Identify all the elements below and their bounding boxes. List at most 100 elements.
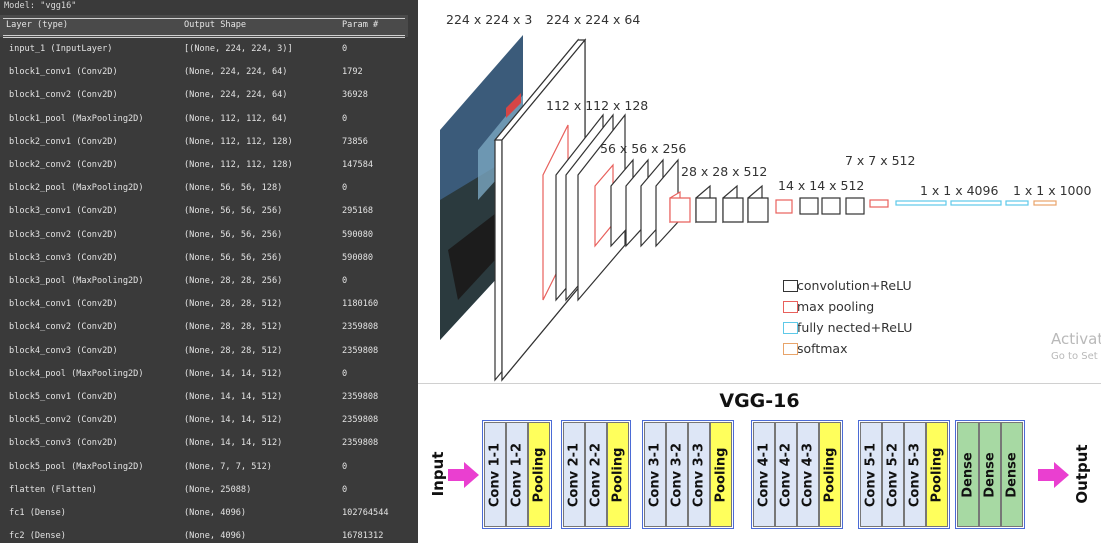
conv-layer-label: Conv 5-3 — [907, 442, 923, 507]
summary-row: block3_pool (MaxPooling2D)(None, 28, 28,… — [0, 276, 418, 299]
output-shape-cell: (None, 7, 7, 512) — [184, 461, 272, 472]
summary-row: block4_pool (MaxPooling2D)(None, 14, 14,… — [0, 369, 418, 392]
param-count-cell: 36928 — [342, 90, 368, 101]
summary-row: block4_conv2 (Conv2D) (None, 28, 28, 512)… — [0, 322, 418, 345]
vgg-architecture-diagram: 224 x 224 x 3 224 x 224 x 64 112 x 112 x… — [418, 0, 1101, 383]
dim-label-fc: 1 x 1 x 4096 — [920, 183, 999, 198]
layer-name-cell: block2_pool (MaxPooling2D) — [9, 183, 144, 194]
pool-layer-label: Pooling — [713, 447, 729, 502]
output-shape-cell: (None, 56, 56, 256) — [184, 206, 283, 217]
pool-layer-box: Pooling — [607, 422, 629, 527]
conv-layer-label: Conv 3-3 — [691, 442, 707, 507]
conv-layer-label: Conv 3-1 — [647, 442, 663, 507]
conv-layer-box: Conv 5-3 — [904, 422, 926, 527]
legend-fc: fully nected+ReLU — [783, 320, 912, 335]
dim-label-block2: 112 x 112 x 128 — [546, 98, 649, 113]
output-label: Output — [1073, 444, 1091, 504]
model-name-line: Model: "vgg16" — [4, 1, 77, 11]
pool-layer-label: Pooling — [929, 447, 945, 502]
summary-header-box — [0, 15, 408, 37]
layer-name-cell: block5_conv3 (Conv2D) — [9, 438, 118, 449]
dim-label-block3: 56 x 56 x 256 — [600, 141, 687, 156]
layer-name-cell: block5_conv1 (Conv2D) — [9, 392, 118, 402]
conv-layer-box: Conv 2-2 — [585, 422, 607, 527]
legend-maxpool: max pooling — [783, 299, 875, 314]
layer-name-cell: block5_conv2 (Conv2D) — [9, 415, 118, 426]
legend-swatch-conv — [783, 280, 798, 292]
output-shape-cell: (None, 224, 224, 64) — [184, 90, 288, 101]
conv-layer-box: Conv 3-3 — [688, 422, 710, 527]
layer-name-cell: block3_conv3 (Conv2D) — [9, 252, 118, 263]
dense-layer-label: Dense — [1004, 451, 1020, 498]
summary-row: block3_conv2 (Conv2D)(None, 56, 56, 256)… — [0, 230, 418, 253]
conv-layer-label: Conv 1-1 — [487, 442, 503, 507]
param-count-cell: 590080 — [342, 229, 374, 240]
output-shape-cell: (None, 14, 14, 512) — [184, 392, 283, 402]
header-param-count: Param # — [342, 20, 379, 30]
pool-layer-label: Pooling — [531, 447, 547, 502]
param-count-cell: 0 — [342, 44, 348, 54]
summary-row: block1_conv2 (Conv2D) (None, 224, 224, 64… — [0, 90, 418, 113]
output-shape-cell: (None, 28, 28, 512) — [184, 299, 283, 310]
conv-layer-label: Conv 4-3 — [800, 442, 816, 507]
output-shape-cell: (None, 224, 224, 64) — [184, 67, 288, 78]
param-count-cell: 1180160 — [342, 299, 379, 310]
conv-layer-box: Conv 2-1 — [563, 422, 585, 527]
param-count-cell: 0 — [342, 113, 348, 124]
legend-softmax: softmax — [783, 341, 847, 356]
output-shape-cell: (None, 112, 112, 128) — [184, 136, 293, 147]
layer-name-cell: fc2 (Dense) — [9, 531, 66, 542]
dense-layers — [869, 199, 1057, 208]
layer-name-cell: block1_pool (MaxPooling2D) — [9, 113, 144, 124]
layer-name-cell: block4_conv2 (Conv2D) — [9, 322, 118, 333]
summary-row: block2_conv2 (Conv2D) (None, 112, 112, 12… — [0, 160, 418, 183]
conv-layer-label: Conv 4-1 — [756, 442, 772, 507]
output-shape-cell: (None, 28, 28, 512) — [184, 345, 283, 356]
output-shape-cell: (None, 112, 112, 64) — [184, 113, 288, 124]
conv-layer-box: Conv 4-2 — [775, 422, 797, 527]
legend-swatch-pool — [783, 301, 798, 313]
summary-row: block5_conv2 (Conv2D)(None, 14, 14, 512)… — [0, 415, 418, 438]
summary-row: fc1 (Dense)(None, 4096)102764544 — [0, 508, 418, 531]
layer-name-cell: flatten (Flatten) — [9, 484, 97, 495]
output-shape-cell: (None, 14, 14, 512) — [184, 368, 283, 379]
dim-label-block4: 28 x 28 x 512 — [681, 164, 768, 179]
pool-layer-box: Pooling — [926, 422, 948, 527]
summary-row: block4_conv3 (Conv2D)(None, 28, 28, 512)… — [0, 346, 418, 369]
summary-row: block2_conv1 (Conv2D)(None, 112, 112, 12… — [0, 137, 418, 160]
layer-group-5 — [858, 420, 950, 529]
conv-layer-box: Conv 4-1 — [753, 422, 775, 527]
summary-row: block5_conv1 (Conv2D) (None, 14, 14, 512)… — [0, 392, 418, 415]
conv-layer-box: Conv 4-3 — [797, 422, 819, 527]
layer-group-1 — [482, 420, 552, 529]
param-count-cell: 590080 — [342, 252, 374, 263]
param-count-cell: 2359808 — [342, 415, 379, 426]
panel-separator — [418, 383, 1101, 384]
output-shape-cell: (None, 112, 112, 128) — [184, 160, 293, 170]
layer-name-cell: block3_pool (MaxPooling2D) — [9, 276, 144, 286]
dense-layer-box: Dense — [1001, 422, 1023, 527]
dim-label-block1: 224 x 224 x 64 — [546, 12, 641, 27]
param-count-cell: 0 — [342, 461, 348, 472]
legend-label-pool: max pooling — [797, 299, 875, 314]
layer-group-3 — [642, 420, 734, 529]
input-arrow-icon — [448, 462, 479, 488]
conv-layer-label: Conv 5-2 — [885, 442, 901, 507]
output-shape-cell: (None, 28, 28, 512) — [184, 322, 283, 333]
dense-layer-box: Dense — [957, 422, 979, 527]
param-count-cell: 2359808 — [342, 438, 379, 449]
dense-layer-box: Dense — [979, 422, 1001, 527]
header-output-shape: Output Shape — [184, 20, 247, 30]
layer-name-cell: block2_conv2 (Conv2D) — [9, 160, 118, 170]
layer-name-cell: block1_conv1 (Conv2D) — [9, 67, 118, 78]
pool-layer-box: Pooling — [710, 422, 732, 527]
param-count-cell: 0 — [342, 276, 348, 286]
model-summary-panel: Model: "vgg16" Layer (type) Output Shape… — [0, 0, 418, 543]
conv-layer-box: Conv 5-2 — [882, 422, 904, 527]
output-shape-cell: (None, 14, 14, 512) — [184, 438, 283, 449]
dim-label-pool5: 7 x 7 x 512 — [845, 153, 916, 168]
summary-row: block1_conv1 (Conv2D) (None, 224, 224, 64… — [0, 67, 418, 90]
layer-name-cell: block1_conv2 (Conv2D) — [9, 90, 118, 101]
summary-row: fc2 (Dense)(None, 4096)16781312 — [0, 531, 418, 543]
